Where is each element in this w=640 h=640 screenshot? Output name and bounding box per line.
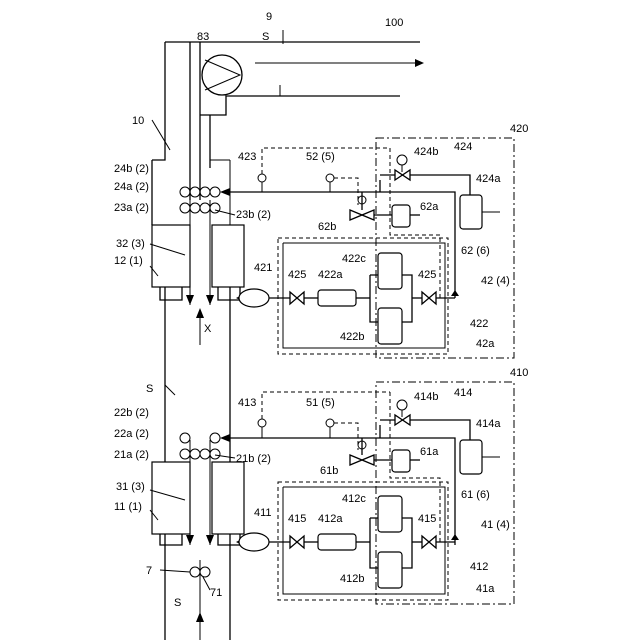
lower-sensors — [180, 433, 220, 459]
label-422a: 422a — [318, 269, 343, 281]
label-420: 420 — [510, 123, 528, 135]
label-423: 423 — [238, 151, 256, 163]
label-23a: 23a (2) — [114, 202, 149, 214]
label-62b: 62b — [318, 221, 336, 233]
fan-83 — [202, 55, 242, 95]
label-41: 41 (4) — [481, 519, 510, 531]
label-424b: 424b — [414, 146, 438, 158]
label-421: 421 — [254, 262, 272, 274]
label-422c: 422c — [342, 253, 366, 265]
label-21b: 21b (2) — [236, 453, 271, 465]
label-x: X — [204, 323, 212, 335]
label-422: 422 — [470, 318, 488, 330]
label-24b: 24b (2) — [114, 163, 149, 175]
label-425-right: 425 — [418, 269, 436, 281]
label-415-left: 415 — [288, 513, 306, 525]
label-32: 32 (3) — [116, 238, 145, 250]
label-424: 424 — [454, 141, 472, 153]
label-31: 31 (3) — [116, 481, 145, 493]
label-413: 413 — [238, 397, 256, 409]
label-414b: 414b — [414, 391, 438, 403]
label-51: 51 (5) — [306, 397, 335, 409]
label-61a: 61a — [420, 446, 439, 458]
label-61b: 61b — [320, 465, 338, 477]
label-100: 100 — [385, 17, 403, 29]
label-9: 9 — [266, 11, 272, 23]
label-410: 410 — [510, 367, 528, 379]
label-422b: 422b — [340, 331, 364, 343]
label-414a: 414a — [476, 418, 501, 430]
label-s-top: S — [262, 31, 269, 43]
label-10: 10 — [132, 115, 144, 127]
label-425-left: 425 — [288, 269, 306, 281]
label-415-right: 415 — [418, 513, 436, 525]
label-62: 62 (6) — [461, 245, 490, 257]
label-71: 71 — [210, 587, 222, 599]
gas-flow-arrow — [255, 30, 424, 67]
label-411: 411 — [254, 507, 272, 519]
label-42a: 42a — [476, 338, 495, 350]
label-22a: 22a (2) — [114, 428, 149, 440]
label-412b: 412b — [340, 573, 364, 585]
label-414: 414 — [454, 387, 472, 399]
label-23b: 23b (2) — [236, 209, 271, 221]
label-11: 11 (1) — [114, 501, 142, 513]
label-61: 61 (6) — [461, 489, 490, 501]
label-7: 7 — [146, 565, 152, 577]
label-s-bot: S — [174, 597, 181, 609]
label-412c: 412c — [342, 493, 366, 505]
lower-absorber-11 — [152, 462, 244, 545]
label-24a: 24a (2) — [114, 181, 149, 193]
label-12: 12 (1) — [114, 255, 143, 267]
label-52: 52 (5) — [306, 151, 335, 163]
label-62a: 62a — [420, 201, 439, 213]
label-424a: 424a — [476, 173, 501, 185]
label-83: 83 — [197, 31, 209, 43]
label-42: 42 (4) — [481, 275, 510, 287]
upper-pressure-gauges — [258, 148, 440, 300]
label-412a: 412a — [318, 513, 343, 525]
label-22b: 22b (2) — [114, 407, 149, 419]
exhaust-duct — [152, 42, 420, 225]
lower-pressure-gauges — [258, 392, 440, 545]
label-21a: 21a (2) — [114, 449, 149, 461]
label-412: 412 — [470, 561, 488, 573]
upper-valve-62 — [350, 192, 420, 227]
lower-valve-61 — [350, 438, 420, 472]
label-s-mid: S — [146, 383, 153, 395]
label-41a: 41a — [476, 583, 495, 595]
